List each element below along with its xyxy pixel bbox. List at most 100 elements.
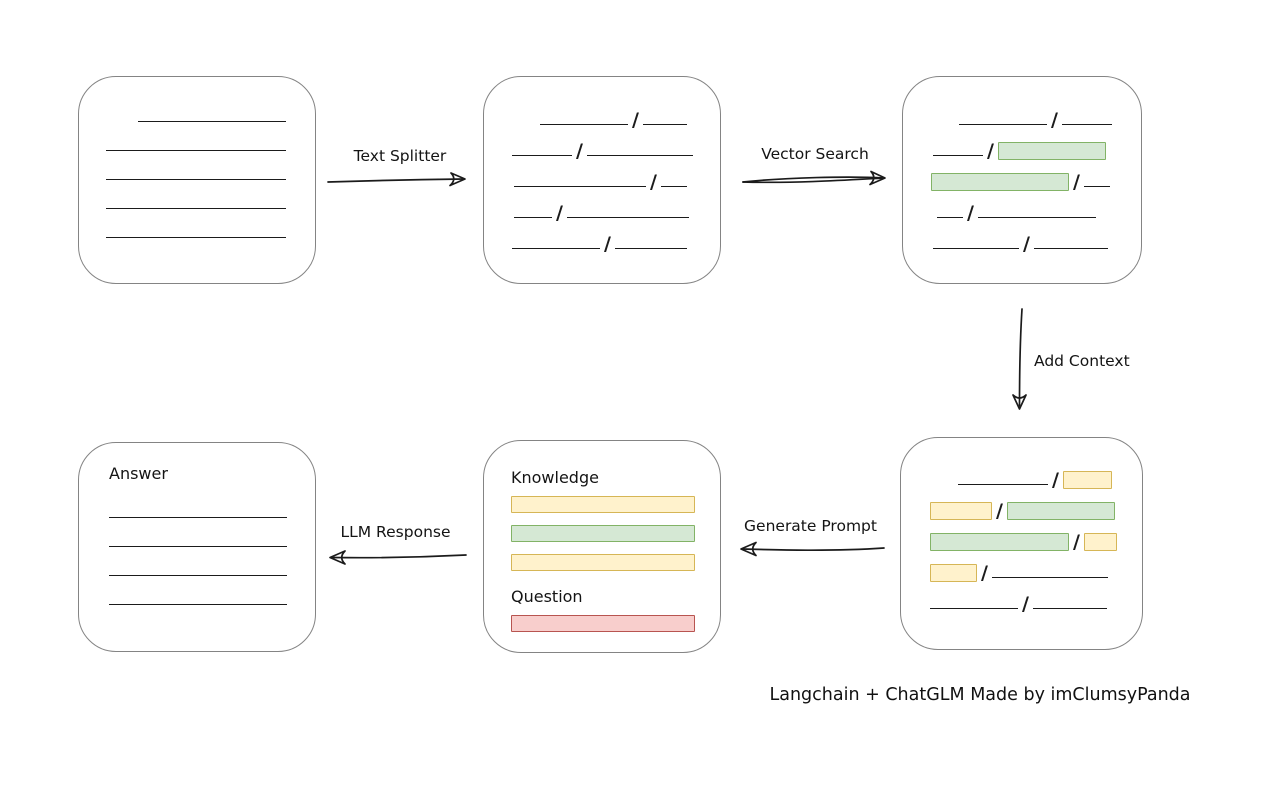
green-chunk bbox=[1006, 502, 1115, 520]
text-line bbox=[514, 186, 646, 187]
vector-search-label: Vector Search bbox=[761, 145, 869, 163]
text-line bbox=[109, 604, 287, 605]
add-context-arrow-icon bbox=[1012, 308, 1027, 410]
chunk-row: / bbox=[512, 132, 720, 163]
question-label: Question bbox=[511, 587, 583, 606]
document-lines bbox=[106, 121, 315, 238]
generate-prompt-label: Generate Prompt bbox=[744, 517, 877, 535]
credit-caption: Langchain + ChatGLM Made by imClumsyPand… bbox=[769, 685, 1191, 705]
text-line bbox=[109, 517, 287, 518]
slash-separator: / bbox=[981, 562, 988, 584]
text-line bbox=[1033, 248, 1108, 249]
text-line bbox=[106, 150, 286, 151]
chunk-row: / bbox=[931, 101, 1141, 132]
slash-separator: / bbox=[604, 233, 611, 255]
chunk-row: / bbox=[512, 101, 720, 132]
chunk-row: / bbox=[512, 163, 720, 194]
slash-separator: / bbox=[996, 500, 1003, 522]
llm-response-label: LLM Response bbox=[340, 523, 451, 541]
prompt-node: Knowledge Question bbox=[483, 440, 721, 653]
text-line bbox=[1061, 124, 1112, 125]
chunk-row: / bbox=[931, 194, 1141, 225]
yellow-chunk bbox=[930, 502, 992, 520]
vector-match-rows: / / / / / bbox=[931, 101, 1141, 256]
text-line bbox=[586, 155, 693, 156]
context-chunks-node: / / / / / bbox=[900, 437, 1143, 650]
text-line bbox=[933, 248, 1019, 249]
text-line bbox=[566, 217, 689, 218]
slash-separator: / bbox=[576, 140, 583, 162]
split-chunks-node: / / / / / bbox=[483, 76, 721, 284]
slash-separator: / bbox=[987, 140, 994, 162]
slash-separator: / bbox=[967, 202, 974, 224]
green-chunk bbox=[930, 533, 1069, 551]
vector-matches-node: / / / / / bbox=[902, 76, 1142, 284]
slash-separator: / bbox=[1051, 109, 1058, 131]
question-bars bbox=[511, 615, 720, 632]
text-line bbox=[106, 208, 286, 209]
answer-label: Answer bbox=[109, 464, 168, 483]
yellow-bar bbox=[511, 496, 695, 513]
slash-separator: / bbox=[632, 109, 639, 131]
chunk-row: / bbox=[930, 492, 1142, 523]
text-line bbox=[977, 217, 1096, 218]
answer-node: Answer bbox=[78, 442, 316, 652]
text-line bbox=[540, 124, 628, 125]
knowledge-label: Knowledge bbox=[511, 468, 599, 487]
slash-separator: / bbox=[1052, 469, 1059, 491]
yellow-chunk bbox=[1083, 533, 1117, 551]
chunk-row: / bbox=[512, 225, 720, 256]
text-line bbox=[512, 248, 600, 249]
llm-response-arrow-icon bbox=[329, 550, 467, 565]
text-line bbox=[959, 124, 1047, 125]
answer-lines bbox=[109, 517, 315, 605]
chunk-row: / bbox=[930, 554, 1142, 585]
document-node bbox=[78, 76, 316, 284]
generate-prompt-arrow-icon bbox=[740, 541, 885, 557]
text-line bbox=[109, 575, 287, 576]
text-splitter-arrow-icon bbox=[327, 172, 466, 187]
slash-separator: / bbox=[556, 202, 563, 224]
slash-separator: / bbox=[1023, 233, 1030, 255]
text-line bbox=[930, 608, 1018, 609]
chunk-row: / bbox=[931, 163, 1141, 194]
green-chunk bbox=[931, 173, 1069, 191]
chunk-row: / bbox=[512, 194, 720, 225]
text-line bbox=[933, 155, 983, 156]
slash-separator: / bbox=[1073, 531, 1080, 553]
text-line bbox=[660, 186, 687, 187]
slash-separator: / bbox=[1022, 593, 1029, 615]
chunk-row: / bbox=[930, 585, 1142, 616]
split-chunk-rows: / / / / / bbox=[512, 101, 720, 256]
slash-separator: / bbox=[1073, 171, 1080, 193]
chunk-row: / bbox=[930, 461, 1142, 492]
context-chunk-rows: / / / / / bbox=[930, 461, 1142, 616]
text-line bbox=[958, 484, 1048, 485]
yellow-chunk bbox=[930, 564, 977, 582]
text-line bbox=[991, 577, 1108, 578]
chunk-row: / bbox=[931, 132, 1141, 163]
text-line bbox=[1083, 186, 1110, 187]
knowledge-bars bbox=[511, 496, 720, 571]
red-bar bbox=[511, 615, 695, 632]
text-splitter-label: Text Splitter bbox=[353, 147, 447, 165]
add-context-label: Add Context bbox=[1034, 352, 1130, 370]
text-line bbox=[937, 217, 963, 218]
text-line bbox=[614, 248, 687, 249]
vector-search-arrow-icon bbox=[742, 170, 886, 186]
chunk-row: / bbox=[930, 523, 1142, 554]
green-bar bbox=[511, 525, 695, 542]
text-line bbox=[106, 179, 286, 180]
text-line bbox=[138, 121, 286, 122]
green-chunk bbox=[997, 142, 1106, 160]
text-line bbox=[109, 546, 287, 547]
text-line bbox=[512, 155, 572, 156]
text-line bbox=[106, 237, 286, 238]
chunk-row: / bbox=[931, 225, 1141, 256]
slash-separator: / bbox=[650, 171, 657, 193]
text-line bbox=[514, 217, 552, 218]
text-line bbox=[1032, 608, 1107, 609]
yellow-chunk bbox=[1062, 471, 1112, 489]
yellow-bar bbox=[511, 554, 695, 571]
